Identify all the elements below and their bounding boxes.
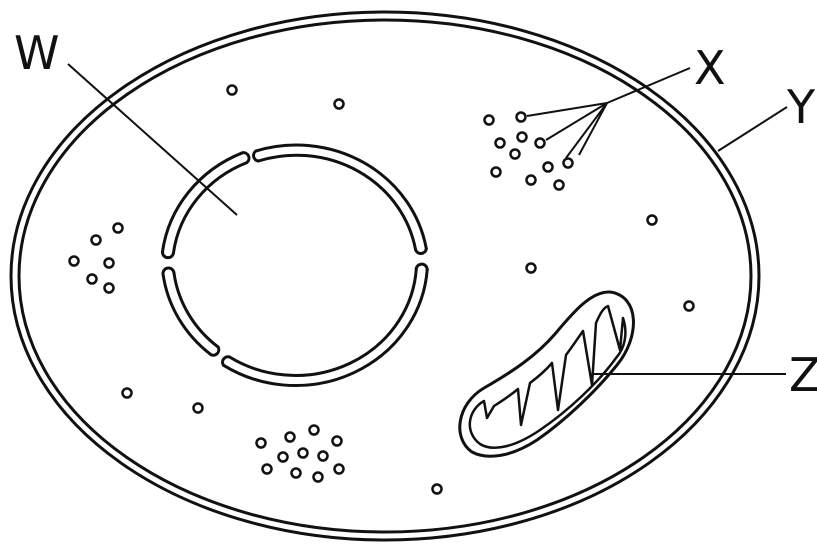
- ribosome: [319, 452, 328, 461]
- ribosome: [485, 116, 494, 125]
- ribosomes: [70, 86, 694, 494]
- leader-lines: [68, 64, 787, 374]
- ribosome: [685, 302, 694, 311]
- ribosome: [335, 100, 344, 109]
- ribosome: [279, 453, 288, 462]
- ribosome: [70, 257, 79, 266]
- ribosome: [335, 465, 344, 474]
- ribosome: [536, 139, 545, 148]
- cell-membrane-outer: [11, 12, 759, 540]
- ribosome: [257, 439, 266, 448]
- ribosome: [518, 133, 527, 142]
- ribosome: [527, 264, 536, 273]
- label-w: W: [14, 30, 59, 76]
- label-x: X: [694, 45, 726, 91]
- ribosome: [511, 150, 520, 159]
- ribosome: [333, 437, 342, 446]
- label-y: Y: [787, 84, 815, 130]
- leader-line-w: [68, 64, 237, 215]
- ribosome: [92, 236, 101, 245]
- ribosome: [544, 163, 553, 172]
- ribosome: [555, 181, 564, 190]
- mitochondrion-cristae: [470, 306, 626, 448]
- ribosome: [314, 473, 323, 482]
- ribosome: [194, 404, 203, 413]
- ribosome: [292, 469, 301, 478]
- ribosome: [564, 159, 573, 168]
- ribosome: [527, 176, 536, 185]
- ribosome: [105, 284, 114, 293]
- ribosome: [228, 86, 237, 95]
- ribosome: [310, 426, 319, 435]
- ribosome: [105, 259, 114, 268]
- nuclear-envelope: [162, 145, 427, 386]
- ribosome: [88, 275, 97, 284]
- ribosome: [123, 389, 132, 398]
- ribosome: [299, 449, 308, 458]
- ribosome: [433, 485, 442, 494]
- ribosome: [286, 433, 295, 442]
- ribosome: [496, 139, 505, 148]
- ribosome: [648, 216, 657, 225]
- ribosome: [263, 465, 272, 474]
- leader-line-y: [718, 107, 787, 151]
- label-z: Z: [789, 352, 817, 398]
- leader-line-x: [566, 103, 607, 158]
- cell-membrane-inner: [19, 20, 751, 532]
- ribosome: [114, 224, 123, 233]
- ribosome: [517, 113, 526, 122]
- ribosome: [492, 168, 501, 177]
